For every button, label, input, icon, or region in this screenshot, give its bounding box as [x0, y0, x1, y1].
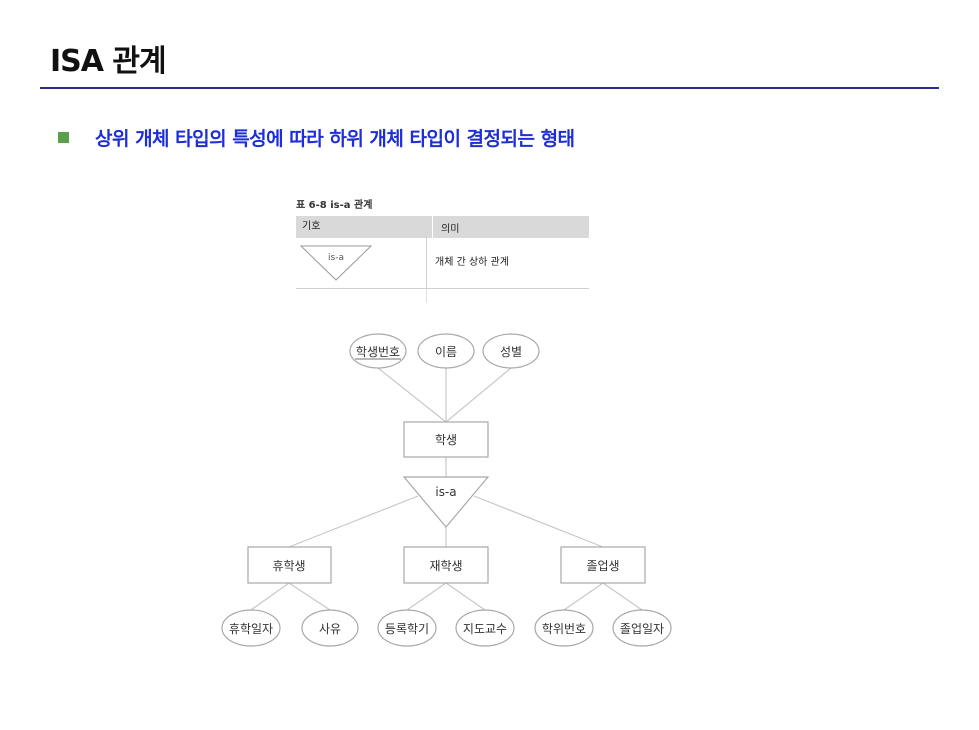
table-header-meaning: 의미 — [441, 223, 460, 235]
entity-label: 졸업생 — [586, 559, 619, 573]
connector-line — [445, 367, 512, 423]
attribute-student-id: 학생번호 — [349, 333, 407, 369]
attribute-label: 휴학일자 — [229, 622, 273, 636]
attribute-degree-number: 학위번호 — [534, 609, 594, 647]
attribute-label: 이름 — [435, 345, 457, 359]
attribute-reason: 사유 — [301, 609, 359, 647]
attribute-advisor: 지도교수 — [455, 609, 515, 647]
isa-table: 기호 의미 is-a 개체 간 상하 관계 — [296, 216, 589, 289]
table-cell-meaning: 개체 간 상하 관계 — [435, 257, 509, 268]
attribute-enrolled-semester: 등록학기 — [377, 609, 437, 647]
entity-label: 재학생 — [429, 559, 462, 573]
connector-line — [288, 582, 331, 611]
connector-line — [563, 582, 604, 611]
isa-label: is-a — [435, 485, 456, 499]
isa-symbol-icon: is-a — [299, 245, 373, 281]
connector-line — [406, 582, 447, 611]
table-divider — [426, 289, 427, 303]
table-header-symbol: 기호 — [296, 216, 433, 238]
table-row: is-a 개체 간 상하 관계 — [296, 238, 589, 289]
attribute-label: 성별 — [500, 345, 522, 359]
entity-label: 학생 — [435, 433, 457, 447]
isa-triangle: is-a — [402, 476, 490, 528]
connector-line — [288, 495, 419, 548]
connector-line — [445, 582, 486, 611]
attribute-leave-date: 휴학일자 — [221, 609, 281, 647]
attribute-label: 졸업일자 — [620, 622, 664, 636]
entity-label: 휴학생 — [272, 559, 305, 573]
attribute-graduation-date: 졸업일자 — [612, 609, 672, 647]
connector-line — [602, 582, 643, 611]
attribute-name: 이름 — [417, 333, 475, 369]
attribute-label: 사유 — [319, 622, 341, 636]
attribute-label: 등록학기 — [385, 622, 429, 636]
isa-symbol-label: is-a — [328, 253, 344, 263]
connector-line — [377, 367, 447, 423]
bullet-square-icon — [58, 132, 69, 143]
entity-graduate: 졸업생 — [560, 546, 646, 584]
table-cell-symbol: is-a — [296, 238, 427, 288]
connector-line — [473, 495, 604, 548]
page-title: ISA 관계 — [50, 44, 167, 79]
table-caption: 표 6-8 is-a 관계 — [296, 200, 373, 211]
bullet-item: 상위 개체 타입의 특성에 따라 하위 개체 타입이 결정되는 형태 — [58, 124, 575, 151]
attribute-label: 학위번호 — [542, 622, 586, 636]
attribute-label: 학생번호 — [356, 345, 400, 359]
title-underline — [40, 87, 939, 89]
attribute-gender: 성별 — [482, 333, 540, 369]
connector-line — [250, 582, 290, 611]
connector-lines — [250, 367, 643, 611]
table-header-row: 기호 의미 — [296, 216, 589, 238]
bullet-text: 상위 개체 타입의 특성에 따라 하위 개체 타입이 결정되는 형태 — [95, 128, 575, 150]
attribute-label: 지도교수 — [463, 622, 507, 636]
entity-on-leave-student: 휴학생 — [247, 546, 332, 584]
entity-enrolled-student: 재학생 — [403, 546, 489, 584]
entity-student: 학생 — [403, 421, 489, 458]
